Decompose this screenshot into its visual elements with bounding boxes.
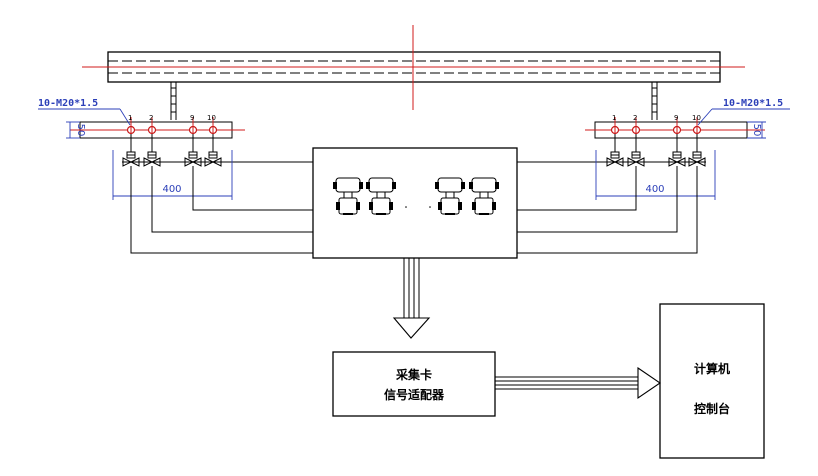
right-valves [517, 134, 706, 167]
left-callout-text: 10-M20*1.5 [38, 98, 98, 109]
left-callout: 10-M20*1.5 [38, 98, 131, 126]
right-height-dimension: 50 [747, 121, 766, 139]
left-tap-label-1: 1 [128, 114, 132, 122]
left-tap-plate: 1 2 9 10 [70, 114, 245, 148]
down-arrow [392, 258, 431, 339]
right-tap-label-2: 2 [633, 114, 637, 122]
right-callout: 10-M20*1.5 [697, 98, 790, 126]
acquisition-label-line1: 采集卡 [395, 367, 432, 382]
pipe [82, 25, 745, 110]
transmitter-icon [435, 177, 465, 215]
left-support [170, 82, 177, 120]
transmitter-icon [366, 177, 396, 215]
left-span-dimension: 400 [112, 150, 233, 200]
computer-console-box: 计算机 控制台 [659, 303, 765, 459]
transmitter-icon [469, 177, 499, 215]
right-tap-label-1: 1 [612, 114, 616, 122]
computer-label-line2: 控制台 [694, 401, 730, 416]
acquisition-label-line2: 信号适配器 [384, 387, 445, 402]
right-tap-label-9: 9 [674, 114, 678, 122]
left-valves [122, 134, 313, 167]
right-span-dimension: 400 [595, 150, 716, 200]
right-height-value: 50 [751, 124, 762, 137]
computer-label-line1: 计算机 [694, 361, 730, 376]
right-arrow [495, 366, 661, 400]
right-tap-label-10: 10 [692, 114, 701, 122]
left-tap-label-2: 2 [149, 114, 153, 122]
acquisition-card-box: 采集卡 信号适配器 [332, 351, 496, 417]
right-callout-text: 10-M20*1.5 [723, 98, 783, 109]
left-span-value: 400 [162, 184, 181, 195]
left-tap-label-10: 10 [207, 114, 216, 122]
right-support [651, 82, 658, 120]
right-tubing [517, 166, 698, 254]
right-span-value: 400 [645, 184, 664, 195]
left-tap-label-9: 9 [190, 114, 194, 122]
left-height-value: 50 [75, 124, 86, 137]
left-tubing [130, 166, 313, 254]
right-tap-plate: 1 2 9 10 [585, 114, 765, 148]
transmitter-box [312, 147, 518, 259]
left-height-dimension: 50 [66, 121, 86, 139]
transmitter-icon [333, 177, 363, 215]
